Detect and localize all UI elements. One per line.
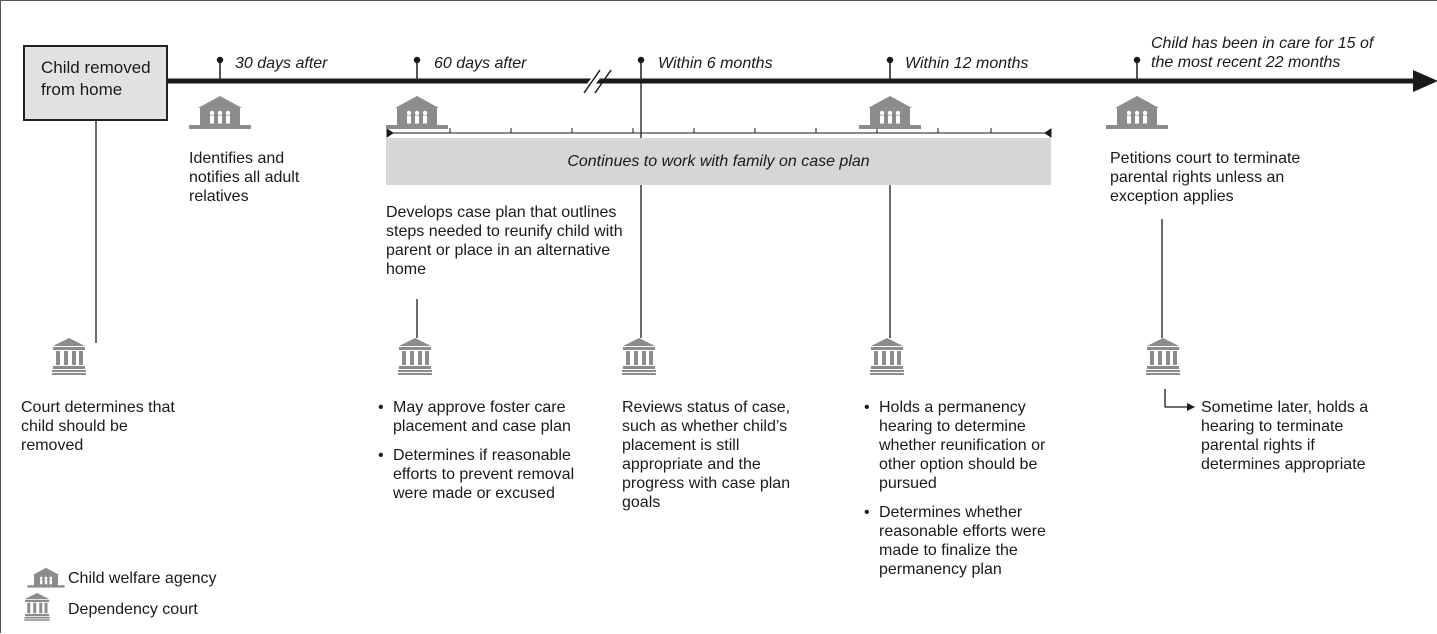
agency-icon [386,96,448,129]
agency-icon [189,96,251,129]
court-action-later: Sometime later, holds a hearing to termi… [1201,399,1369,473]
court-icon [870,338,904,375]
court-action-item: Determines if reasonable efforts to prev… [376,446,576,503]
milestone-label-60-days: 60 days after [434,55,527,72]
milestone-label-6-months: Within 6 months [658,55,773,72]
court-icon [398,338,432,375]
court-actions-12-months: Holds a permanency hearing to determine … [862,398,1077,589]
agency-action-30-days: Identifies and notifies all adult relati… [189,150,300,205]
agency-icon [859,96,921,129]
timeline-axis [168,66,1437,96]
start-event-box: Child removed from home [23,45,168,121]
band-scale [386,128,1052,138]
milestone-label-12-months: Within 12 months [905,55,1029,72]
milestone-label-30-days: 30 days after [235,55,328,72]
court-actions-60-days: May approve foster care placement and ca… [376,398,576,513]
agency-action-15-months: Petitions court to terminate parental ri… [1110,150,1301,205]
court-icon [1146,338,1180,375]
legend-agency-label: Child welfare agency [68,570,217,587]
start-event-label: Child removed from home [41,58,151,99]
court-icon [24,593,50,621]
court-action-6-months: Reviews status of case, such as whether … [622,399,791,511]
court-action-removal: Court determines that child should be re… [21,399,175,454]
court-icon [622,338,656,375]
agency-action-60-days: Develops case plan that outlines steps n… [386,204,623,278]
case-plan-band-label: Continues to work with family on case pl… [567,153,870,170]
milestone-pins [216,56,1141,81]
agency-icon [27,567,65,588]
legend-court-label: Dependency court [68,601,198,618]
court-action-item: May approve foster care placement and ca… [376,398,576,436]
court-icon [52,338,86,375]
milestone-label-15-months: Child has been in care for 15 of the mos… [1151,35,1374,71]
connector-lines [95,83,1195,411]
court-action-item: Determines whether reasonable efforts we… [862,503,1077,579]
court-action-item: Holds a permanency hearing to determine … [862,398,1077,493]
case-plan-band: Continues to work with family on case pl… [386,138,1051,185]
agency-icon [1106,96,1168,129]
